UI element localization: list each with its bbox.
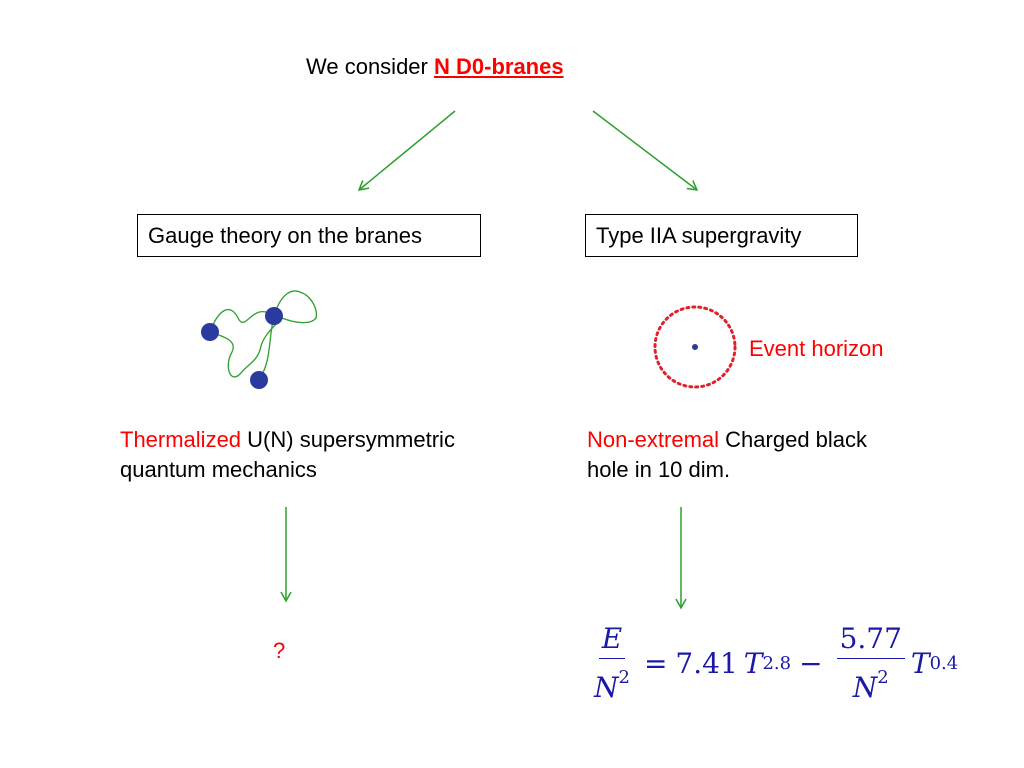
non-extremal-text: Non-extremal [587, 427, 720, 452]
d0-brane-particle [201, 323, 219, 341]
arrow-to-supergravity [592, 110, 699, 191]
d0-brane-strings-illustration [201, 290, 318, 389]
d0-brane-particle [265, 307, 283, 325]
desc-right-line1: Charged black [719, 427, 868, 452]
gauge-theory-box: Gauge theory on the branes [137, 214, 481, 257]
desc-left-line1: U(N) supersymmetric [241, 427, 455, 452]
page-title: We consider N D0-branes [306, 54, 564, 80]
lhs-denominator: N [594, 671, 619, 704]
second-fraction: 5.77 N2 [836, 622, 905, 705]
lhs-numerator: E [598, 622, 626, 659]
second-denominator-exponent: 2 [877, 667, 889, 688]
second-denominator: N [852, 671, 878, 704]
desc-right-line2: hole in 10 dim. [587, 457, 731, 482]
event-horizon-circle [653, 305, 737, 389]
d0-brane-particle [250, 371, 268, 389]
arrow-to-gauge-theory [357, 110, 456, 191]
title-prefix: We consider [306, 54, 428, 79]
equals-sign: = [643, 647, 668, 680]
event-horizon-label: Event horizon [749, 336, 884, 361]
unknown-result-question-mark: ? [273, 638, 286, 663]
temperature-1: T [743, 647, 763, 680]
exponent-1: 2.8 [762, 653, 792, 674]
title-highlight: N D0-branes [434, 54, 564, 79]
lhs-fraction: E N2 [594, 622, 630, 705]
thermalized-text: Thermalized [120, 427, 242, 452]
supergravity-box: Type IIA supergravity [585, 214, 858, 257]
singularity-dot [692, 344, 698, 350]
string-link [258, 315, 275, 381]
desc-left-line2: quantum mechanics [120, 457, 317, 482]
second-numerator: 5.77 [836, 622, 905, 659]
black-hole-description: Non-extremal Charged black hole in 10 di… [587, 425, 867, 485]
black-hole-illustration [653, 305, 737, 389]
gauge-theory-description: Thermalized U(N) supersymmetric quantum … [120, 425, 455, 485]
temperature-2: T [910, 647, 930, 680]
coefficient-1: 7.41 [675, 647, 738, 680]
lhs-denominator-exponent: 2 [618, 667, 630, 688]
string-loop [209, 290, 318, 378]
gauge-theory-label: Gauge theory on the branes [148, 223, 422, 248]
exponent-2: 0.4 [929, 653, 959, 674]
minus-sign: − [799, 647, 823, 680]
supergravity-label: Type IIA supergravity [596, 223, 802, 248]
